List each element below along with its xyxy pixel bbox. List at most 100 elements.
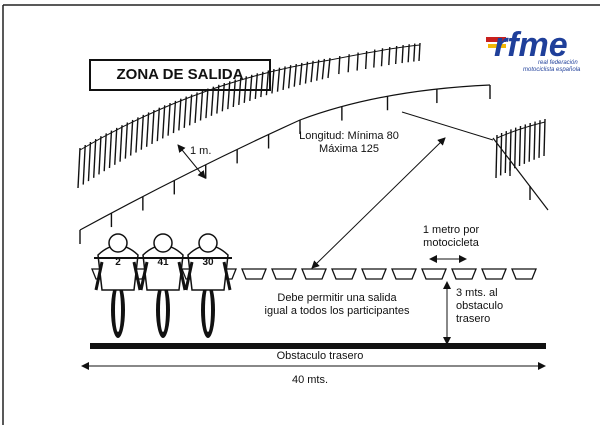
fence-post — [271, 69, 275, 94]
fence-post — [514, 127, 517, 169]
fence-post — [232, 79, 236, 108]
fence-post — [388, 47, 391, 66]
fence-post — [364, 50, 368, 70]
rider-helmet — [153, 233, 173, 253]
fence-post — [338, 56, 341, 75]
rider-legs — [139, 261, 187, 291]
fence-post — [119, 125, 123, 162]
rider-helmet — [108, 233, 128, 253]
wheel-hub — [205, 288, 211, 332]
fence-post — [254, 73, 259, 100]
fence-post — [77, 147, 81, 189]
width-label: 40 mts. — [291, 374, 329, 386]
fence-post — [316, 59, 320, 81]
gate-slot — [301, 268, 327, 280]
gate-slot — [391, 268, 417, 280]
rider-legs — [184, 261, 232, 291]
gate-slot — [511, 268, 537, 280]
fence-post — [167, 103, 171, 136]
fence-post — [145, 112, 150, 147]
rfme-logo: rfme — [486, 26, 568, 64]
rider-helmet — [198, 233, 218, 253]
rider-number: 41 — [157, 257, 169, 268]
fence-post — [161, 105, 166, 139]
fence-post — [210, 86, 215, 116]
logo-subtitle-2: motociclista española — [523, 67, 581, 73]
fence-post — [407, 44, 410, 63]
gate-slot — [271, 268, 297, 280]
fence-post — [98, 136, 102, 175]
rider-number: 30 — [202, 257, 214, 268]
fence-post — [538, 120, 541, 158]
fence-post — [260, 71, 264, 98]
fence-post — [216, 84, 220, 114]
fence-post — [205, 88, 209, 119]
fence-post — [151, 109, 155, 144]
fence-post — [124, 122, 129, 159]
rear-obstacle-bar — [90, 343, 546, 349]
fence-post — [156, 107, 161, 142]
fence-post — [543, 118, 546, 157]
rider-legs — [94, 261, 142, 291]
fence-post — [238, 77, 242, 105]
fence-post — [499, 133, 503, 176]
fence-post — [293, 64, 297, 87]
fence-post — [172, 100, 177, 134]
fair-start-label-1: Debe permitir una salida — [277, 292, 397, 304]
fence-post — [221, 83, 226, 112]
obstacle-label: Obstaculo trasero — [276, 350, 364, 362]
rear-distance-label-2: obstaculo — [456, 300, 504, 312]
fence-post — [282, 66, 286, 91]
fence-post — [114, 127, 118, 165]
fence-post — [373, 49, 376, 68]
gate-slot — [481, 268, 507, 280]
fence-post — [199, 90, 204, 121]
one-meter-label: 1 m. — [190, 145, 212, 157]
right-fence-posts — [495, 118, 546, 179]
fence-post — [140, 114, 144, 150]
fence-post — [135, 117, 139, 153]
rear-distance-label-1: 3 mts. al — [456, 287, 498, 299]
fence-post — [504, 131, 507, 173]
fence-post — [87, 141, 92, 182]
fence-post — [108, 130, 113, 169]
fence-post — [194, 92, 198, 123]
inner-track-edge — [79, 84, 491, 231]
fence-post — [287, 65, 292, 89]
length-label-1: Longitud: Mínima 80 — [299, 130, 399, 142]
fence-post — [401, 45, 404, 64]
rider-number: 2 — [115, 257, 121, 268]
fence-post — [533, 121, 536, 160]
fence-post — [188, 94, 193, 126]
fence-post — [243, 76, 247, 103]
fence-post — [394, 45, 398, 65]
rear-distance-label-3: trasero — [456, 313, 491, 325]
fence-post — [178, 98, 182, 131]
riders-group: 2 41 30 — [94, 233, 232, 338]
rider: 30 — [184, 233, 232, 338]
gate-slot — [451, 268, 477, 280]
fence-post — [528, 122, 531, 162]
fence-post — [413, 43, 416, 62]
fence-post — [327, 57, 331, 79]
fence-post — [249, 74, 253, 101]
logo-subtitle-1: real federación — [538, 60, 578, 66]
per-bike-label-2: motocicleta — [423, 237, 479, 249]
gate-slot — [331, 268, 357, 280]
fair-start-label-2: igual a todos los participantes — [264, 305, 410, 317]
length-label-2: Máxima 125 — [319, 143, 379, 155]
gate-slot — [241, 268, 267, 280]
wheel-hub — [160, 288, 166, 332]
gate-slot — [361, 268, 387, 280]
one-meter-arrow — [177, 144, 206, 179]
fence-post — [265, 70, 270, 96]
fence-post — [183, 96, 187, 128]
fence-post — [299, 62, 303, 86]
fair-start-diagonal-arrow — [311, 137, 446, 269]
page-title: ZONA DE SALIDA — [116, 66, 244, 83]
fence-post — [380, 48, 384, 67]
fence-post — [321, 58, 326, 80]
rider: 2 — [94, 233, 142, 338]
length-pointer-right — [401, 111, 494, 141]
